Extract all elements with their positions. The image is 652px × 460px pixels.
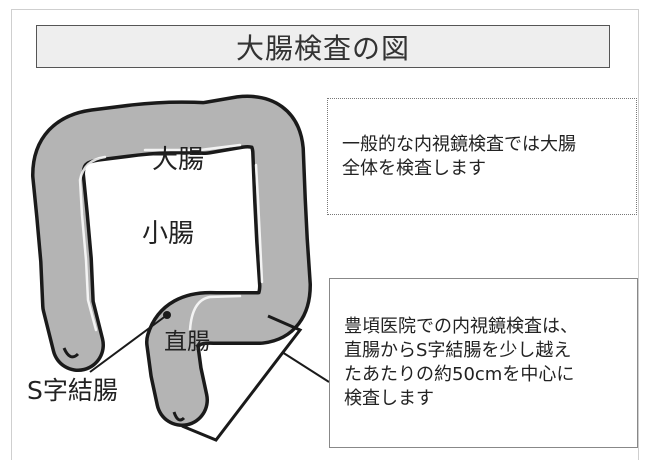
note-clinic-line-4: 検査します <box>344 388 434 409</box>
colon-highlight <box>78 143 264 332</box>
diagram-frame <box>11 9 639 460</box>
rectum-tail <box>172 411 186 422</box>
note-clinic-exam: 豊頃医院での内視鏡検査は、 直腸からS字結腸を少し越え たあたりの約50cmを中… <box>329 278 638 448</box>
bracket-connector <box>281 351 330 383</box>
label-small-intestine: 小腸 <box>142 219 195 249</box>
colon-fill <box>34 98 309 424</box>
label-rectum: 直腸 <box>164 329 210 355</box>
note-general-exam: 一般的な内視鏡検査では大腸 全体を検査します <box>327 98 637 215</box>
note-clinic-line-3: たあたりの約50cmを中心に <box>344 364 575 385</box>
note-clinic-line-2: 直腸からS字結腸を少し越え <box>344 340 572 361</box>
label-large-intestine: 大腸 <box>152 145 205 175</box>
label-sigmoid-colon: S字結腸 <box>27 376 118 405</box>
note-general-line-2: 全体を検査します <box>342 158 486 179</box>
range-bracket <box>181 314 303 442</box>
note-clinic-line-1: 豊頃医院での内視鏡検査は、 <box>344 316 578 337</box>
diagram-title: 大腸検査の図 <box>36 25 610 68</box>
sigmoid-pointer-line <box>89 314 168 373</box>
colon-tail <box>62 347 80 359</box>
note-general-line-1: 一般的な内視鏡検査では大腸 <box>342 134 576 155</box>
